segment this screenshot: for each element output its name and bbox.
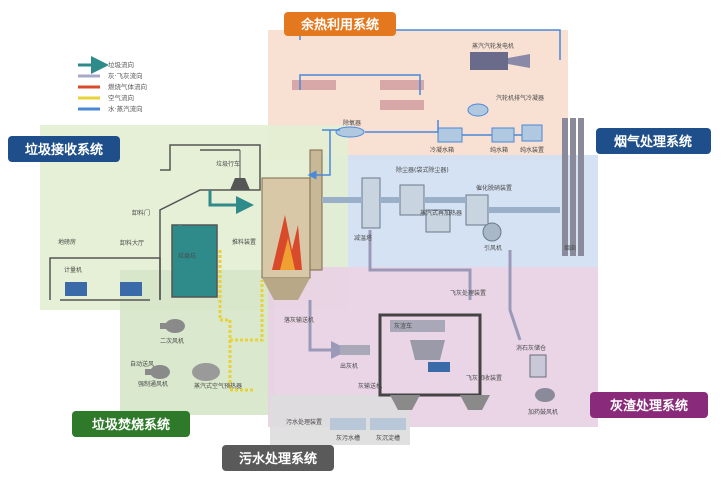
crane-grab [230, 178, 250, 190]
secondary-fan [160, 319, 185, 333]
legend: 垃圾流向 灰·飞灰流向 燃烧气体流向 空气流向 水·蒸汽流向 [78, 56, 147, 113]
waste-flow [178, 225, 195, 242]
badge-waste-heat: 余热利用系统 [284, 12, 396, 36]
label-waste-pit: 垃圾坑 [178, 252, 196, 260]
flue-flow [322, 197, 560, 213]
weigh-trucks [65, 282, 142, 296]
badge-flue-gas: 烟气处理系统 [596, 128, 711, 154]
label-air-preheater: 蒸汽式空气预热器 [194, 382, 242, 390]
forced-fan [145, 365, 170, 379]
label-feeder: 推料装置 [232, 238, 256, 246]
svg-text:污水处理系统: 污水处理系统 [239, 451, 317, 467]
label-chimney: 烟囱 [564, 244, 576, 252]
air-flow [230, 280, 264, 342]
label-fly-ash-device: 飞灰处理装置 [450, 289, 486, 297]
label-pure-device: 纯水装置 [520, 146, 544, 154]
label-ash-unit: 落灰输送机 [284, 316, 314, 324]
ash-flow [508, 250, 522, 341]
steam-flow [299, 74, 421, 95]
badge-incineration: 垃圾焚烧系统 [72, 411, 190, 437]
label-settling-tank: 灰沉淀槽 [376, 434, 400, 442]
label-condenser-tank: 冷凝水箱 [430, 146, 454, 154]
label-unload-hall: 卸料大厅 [120, 239, 144, 247]
ash-equipment [340, 313, 555, 410]
label-pure-tank: 纯水箱 [490, 146, 508, 154]
badge-ash-slag: 灰渣处理系统 [590, 392, 708, 418]
svg-text:垃圾接收系统: 垃圾接收系统 [25, 142, 103, 158]
label-forced-draft-fan: 强制通风机 [138, 380, 168, 388]
boiler-furnace [261, 149, 323, 300]
air-flow [218, 250, 255, 392]
water-flow [307, 130, 331, 180]
label-dust-collector: 除尘器(袋式除尘器) [396, 166, 449, 174]
label-weighbridge: 地磅房 [58, 238, 76, 246]
label-recycle-device: 飞灰回收装置 [466, 374, 502, 382]
svg-text:灰渣处理系统: 灰渣处理系统 [610, 398, 688, 414]
legend-label: 灰·飞灰流向 [108, 71, 143, 80]
air-preheater [192, 363, 220, 381]
label-quench-tower: 减温塔 [354, 234, 372, 242]
legend-label: 水·蒸汽流向 [108, 104, 143, 113]
waste-heat-equipment [292, 52, 543, 143]
label-unload-door: 卸料门 [132, 209, 150, 217]
label-catalytic: 催化脱硝装置 [476, 184, 512, 192]
ash-flow [308, 300, 349, 359]
wastewater-equipment [330, 418, 406, 430]
svg-text:烟气处理系统: 烟气处理系统 [614, 134, 692, 150]
svg-text:余热利用系统: 余热利用系统 [300, 17, 379, 33]
label-sewage-device: 污水处理装置 [286, 418, 322, 426]
label-forced-fan: 自动送风 [130, 360, 154, 368]
water-flow [322, 120, 522, 136]
badge-wastewater: 污水处理系统 [222, 445, 334, 471]
ash-flow [368, 230, 472, 300]
svg-text:垃圾焚烧系统: 垃圾焚烧系统 [92, 417, 170, 433]
legend-label: 燃烧气体流向 [108, 82, 147, 91]
label-secondary-fan: 二次风机 [160, 337, 184, 345]
label-lime-silo: 消石灰储仓 [516, 344, 546, 352]
label-slag-conveyor: 出灰机 [340, 362, 358, 370]
flue-gas-equipment [361, 118, 584, 256]
label-medicine-fan: 加药鼓风机 [528, 408, 558, 416]
label-steam-reheater: 蒸汽式再加热器 [420, 209, 462, 217]
waste-flow [208, 190, 254, 214]
label-ash-water-tank: 灰污水槽 [336, 434, 360, 442]
label-exhaust-cond: 汽轮机排气冷凝器 [496, 94, 544, 102]
equipment-labels: 垃圾行车 卸料门 卸料大厅 地磅房 计量机 垃圾坑 推料装置 二次风机 自动送风… [58, 42, 576, 442]
label-id-fan: 引风机 [484, 244, 502, 252]
label-weigher: 计量机 [64, 266, 82, 274]
legend-label: 空气流向 [108, 93, 134, 102]
badge-waste-receiving: 垃圾接收系统 [8, 136, 120, 162]
label-ash-conveyor: 灰输送机 [358, 382, 382, 390]
label-truck: 垃圾行车 [216, 160, 240, 168]
label-ash-crane: 灰渣车 [394, 322, 412, 330]
legend-label: 垃圾流向 [108, 60, 134, 69]
label-turbine-gen: 蒸汽汽轮发电机 [472, 42, 514, 50]
label-deaerator: 除氧器 [343, 119, 361, 127]
